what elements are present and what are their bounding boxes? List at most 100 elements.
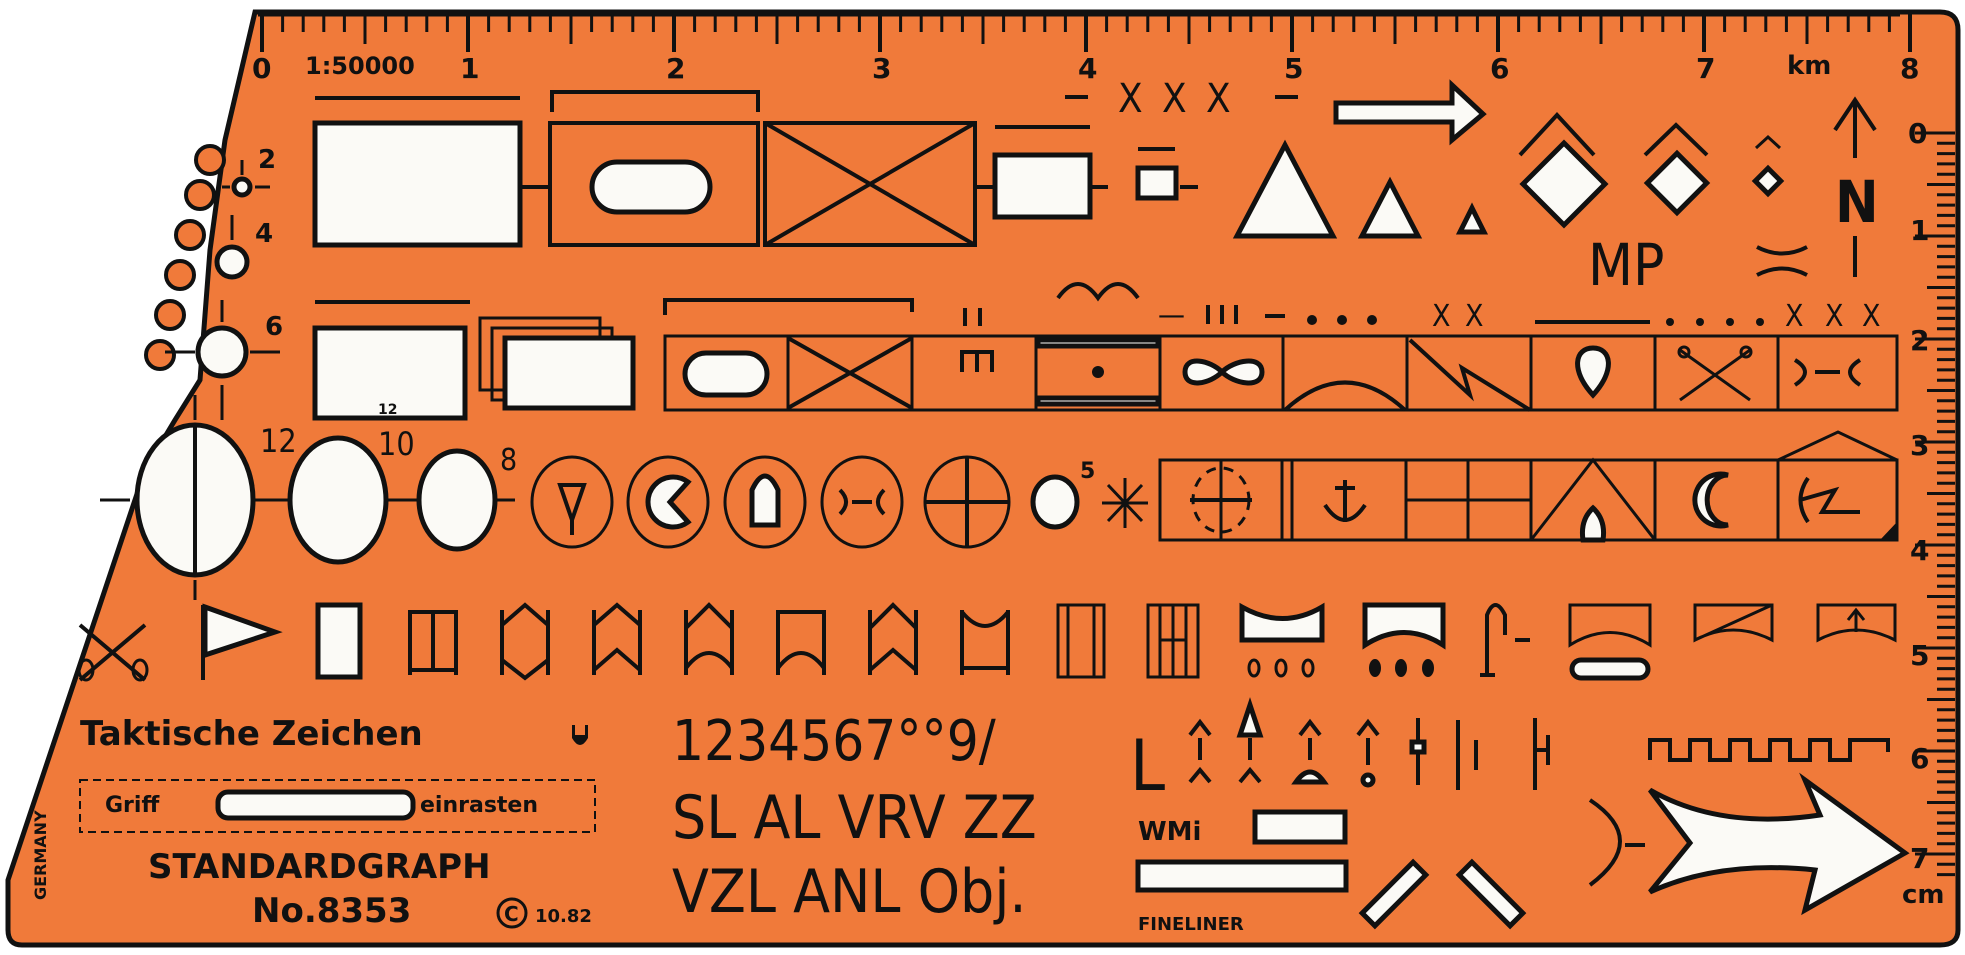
grip-right-label: einrasten	[420, 793, 538, 818]
dash-mark: —	[1158, 298, 1185, 333]
fineliner-slot	[1135, 859, 1349, 893]
cm-tick-2: 2	[1910, 324, 1929, 357]
x-mark-4: X	[1432, 299, 1451, 334]
top-ruler	[258, 11, 1912, 52]
origin-label: GERMANY	[31, 810, 50, 900]
medium-rect-hole	[992, 152, 1093, 220]
flag-hole	[202, 603, 283, 659]
grip-left-label: Griff	[105, 793, 160, 818]
lettering-stencils: 1234567°°9/ SL AL VRV ZZ VZL ANL Obj. L	[672, 709, 1165, 927]
label-5: 5	[1080, 459, 1095, 484]
slot-hole	[1569, 657, 1651, 681]
bottom-labels: Taktische Zeichen Griff einrasten STANDA…	[31, 714, 596, 931]
label-8: 8	[500, 443, 517, 478]
crescent-hole	[1692, 471, 1729, 529]
wmi-label: WMi	[1138, 817, 1201, 847]
pacman-hole	[645, 474, 692, 530]
circle-10-hole	[287, 435, 389, 565]
wmi-slot	[1252, 809, 1348, 845]
km-tick-6: 6	[1490, 52, 1509, 85]
km-unit: km	[1787, 51, 1831, 81]
label-2: 2	[258, 145, 276, 175]
small-circle-guides	[165, 160, 280, 420]
diagonal-slot-right	[1455, 858, 1527, 930]
box-inner-label: 12	[378, 402, 397, 418]
cm-tick-1: 1	[1910, 214, 1929, 247]
km-tick-0: 0	[252, 52, 271, 85]
template-title: Taktische Zeichen	[80, 714, 423, 754]
diagonal-slot-left	[1358, 858, 1430, 930]
circle-8-hole	[416, 448, 498, 552]
cm-tick-4: 4	[1910, 534, 1929, 567]
copyright-icon	[496, 897, 528, 929]
km-tick-5: 5	[1284, 52, 1303, 85]
x-mark-1: X	[1118, 76, 1143, 122]
triangle-large-hole	[1232, 139, 1338, 239]
km-tick-4: 4	[1078, 52, 1097, 85]
cap-hole	[1362, 602, 1446, 650]
svg-text:C: C	[504, 902, 519, 926]
cm-tick-3: 3	[1910, 429, 1929, 462]
bullet-hole	[749, 473, 781, 528]
north-label: N	[1835, 168, 1879, 236]
large-rect-hole	[312, 120, 523, 248]
fineliner-label: FINELINER	[1138, 914, 1244, 935]
x-mark-6: X	[1785, 299, 1804, 334]
cm-tick-6: 6	[1910, 742, 1929, 775]
km-tick-3: 3	[872, 52, 891, 85]
narrow-rect-hole	[315, 602, 363, 680]
grip-area[interactable]	[79, 779, 596, 833]
x-mark-7: X	[1825, 299, 1844, 334]
arrow-right-hole	[1333, 79, 1487, 146]
grip-slot	[215, 789, 416, 821]
top-ruler-labels: 0 1:50000 1 2 3 4 5 6 7 km 8	[252, 51, 1919, 85]
cm-tick-7: 7	[1910, 842, 1929, 875]
label-6: 6	[265, 312, 283, 342]
flame-hole	[1580, 504, 1606, 543]
strip-pill-hole	[682, 350, 770, 398]
triangle-medium-hole	[1357, 176, 1423, 239]
large-arrow-hole	[1648, 772, 1910, 916]
infinity-hole	[1182, 358, 1265, 386]
manufacturer-label: STANDARDGRAPH	[148, 847, 491, 887]
rect-stack-hole	[312, 325, 468, 421]
label-4: 4	[255, 219, 273, 249]
diamond-medium-hole	[1643, 149, 1711, 217]
right-ruler	[1915, 131, 1955, 877]
cm-unit: cm	[1902, 880, 1945, 910]
digit-row: 1234567°°9/	[672, 709, 996, 774]
model-number: No.8353	[252, 891, 411, 931]
km-tick-8: 8	[1900, 52, 1919, 85]
x-mark-5: X	[1465, 299, 1484, 334]
circle-4-hole	[214, 244, 250, 280]
label-12: 12	[260, 422, 297, 460]
teardrop-hole	[1575, 345, 1611, 399]
row-4-symbols	[77, 602, 1897, 682]
km-tick-2: 2	[666, 52, 685, 85]
small-circle-labels: 2 4 6	[255, 145, 283, 342]
cm-tick-0: 0	[1908, 117, 1927, 150]
arrow-marks: WMi FINELINER	[1135, 697, 1910, 935]
diamond-small-hole	[1751, 164, 1785, 198]
km-tick-1: 1	[460, 52, 479, 85]
top-ruler-minor-ticks	[281, 14, 1891, 44]
date-code: 10.82	[535, 906, 592, 927]
bowl-hole	[1239, 602, 1325, 643]
km-tick-7: 7	[1696, 52, 1715, 85]
pill-hole	[589, 159, 713, 215]
scale-ratio: 1:50000	[305, 52, 415, 80]
diamond-large-hole	[1519, 139, 1609, 229]
circle-2-hole	[231, 176, 253, 198]
pen-tip-icon	[572, 725, 588, 745]
x-mark-8: X	[1862, 299, 1881, 334]
mp-label: MP	[1588, 231, 1665, 299]
row-2-symbols: 12 — X X X	[312, 282, 1899, 421]
triangle-small-hole	[1455, 202, 1489, 235]
scalloped-edge	[144, 144, 226, 371]
letter-row-2: VZL ANL Obj.	[672, 857, 1026, 927]
row-1-symbols: X X X MP N	[312, 76, 1879, 299]
letter-row-1: SL AL VRV ZZ	[672, 783, 1037, 853]
row-3-symbols: 12 10 8 5	[100, 395, 1899, 600]
small-rect-hole	[1135, 165, 1179, 201]
